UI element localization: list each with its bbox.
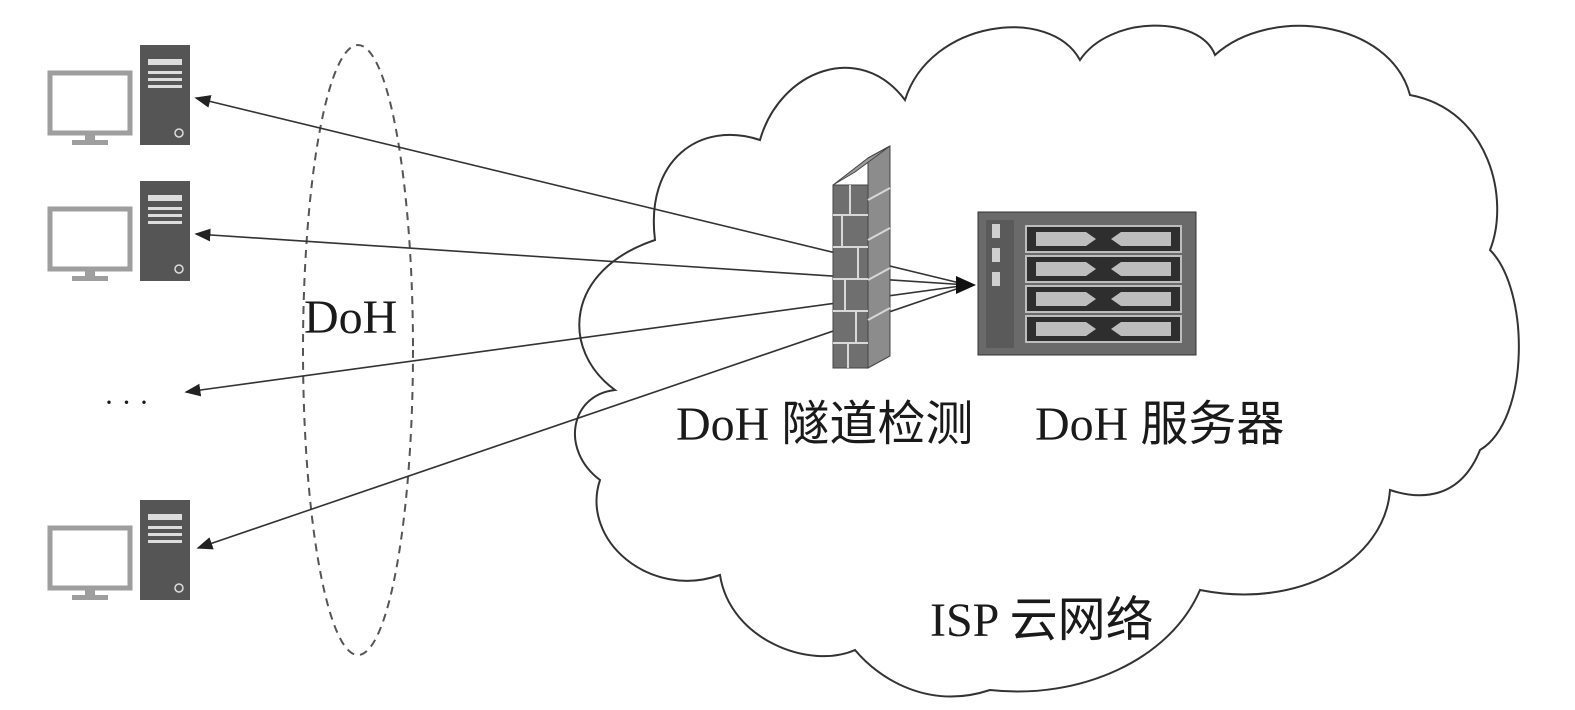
server-arrowhead: [956, 276, 976, 294]
client-computer-2: [47, 181, 190, 281]
cloud-label: ISP 云网络: [930, 594, 1154, 647]
drive-bay-4: [1025, 315, 1182, 343]
ellipsis-label: · · ·: [104, 386, 149, 419]
drive-bay-3: [1025, 285, 1182, 313]
client-computer-3: [47, 500, 190, 600]
doh-channel-ellipse: [302, 44, 414, 656]
monitor-icon: [47, 525, 133, 600]
tower-icon: [140, 45, 190, 145]
drive-bay-2: [1025, 255, 1182, 283]
firewall-label: DoH 隧道检测: [676, 398, 973, 451]
monitor-icon: [47, 70, 133, 145]
tower-icon: [140, 181, 190, 281]
monitor-icon: [47, 206, 133, 281]
drive-bay-1: [1025, 225, 1182, 253]
cloud-icon: [574, 24, 1520, 698]
firewall-icon: [832, 145, 891, 369]
server-label: DoH 服务器: [1035, 398, 1284, 451]
protocol-label: DoH: [304, 291, 397, 344]
tower-icon: [140, 500, 190, 600]
rack-server-icon: [977, 211, 1197, 356]
client-computer-1: [47, 45, 190, 145]
